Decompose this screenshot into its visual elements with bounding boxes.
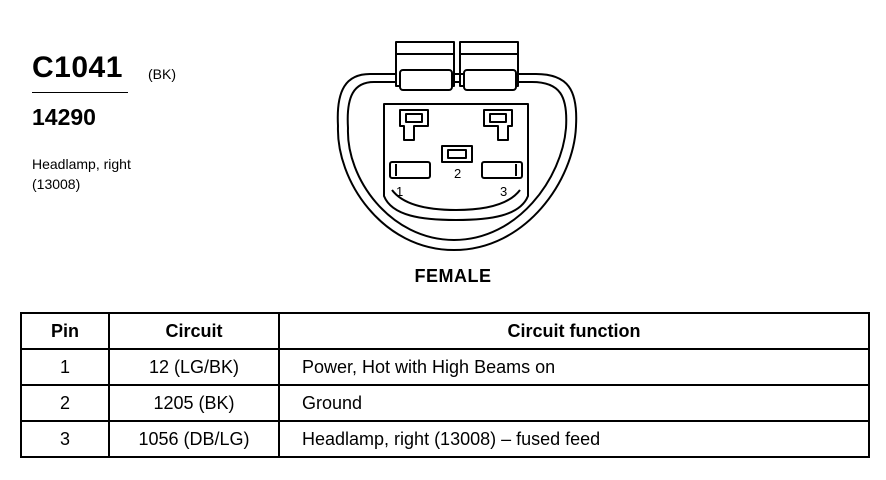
- terminal-3: [483, 109, 513, 141]
- connector-housing-outer: [336, 73, 578, 251]
- header-pin: Pin: [20, 312, 110, 350]
- table-row: 2 1205 (BK) Ground: [20, 384, 870, 422]
- latch-tab-right-base: [463, 69, 517, 91]
- terminal-1: [399, 109, 429, 141]
- connector-face-diagram: 1 2 3: [336, 41, 578, 251]
- connector-description: Headlamp, right (13008): [32, 154, 131, 194]
- pinout-table: Pin Circuit Circuit function 1 12 (LG/BK…: [20, 312, 870, 458]
- connector-gender-label: FEMALE: [414, 266, 492, 286]
- table-row: 3 1056 (DB/LG) Headlamp, right (13008) –…: [20, 420, 870, 458]
- latch-tab-left-base: [399, 69, 453, 91]
- cell-pin: 3: [20, 420, 110, 458]
- terminal-2: [441, 145, 473, 163]
- header-divider: [32, 92, 128, 93]
- pin-label-1: 1: [396, 184, 403, 199]
- pin-label-3: 3: [500, 184, 507, 199]
- connector-color-code: (BK): [148, 66, 176, 82]
- table-row: 1 12 (LG/BK) Power, Hot with High Beams …: [20, 348, 870, 386]
- cell-pin: 2: [20, 384, 110, 422]
- cell-circuit: 1056 (DB/LG): [108, 420, 280, 458]
- cell-circuit-function: Ground: [278, 384, 870, 422]
- cell-circuit-function: Power, Hot with High Beams on: [278, 348, 870, 386]
- header-circuit-function: Circuit function: [278, 312, 870, 350]
- connector-housing-inner: [346, 81, 568, 241]
- terminal-3-blade: [481, 161, 523, 179]
- cell-pin: 1: [20, 348, 110, 386]
- part-number: 14290: [32, 104, 96, 130]
- description-line-1: Headlamp, right: [32, 156, 131, 172]
- description-line-2: (13008): [32, 176, 81, 192]
- table-header-row: Pin Circuit Circuit function: [20, 312, 870, 350]
- cell-circuit: 1205 (BK): [108, 384, 280, 422]
- connector-id: C1041: [32, 51, 123, 84]
- header-circuit: Circuit: [108, 312, 280, 350]
- cell-circuit-function: Headlamp, right (13008) – fused feed: [278, 420, 870, 458]
- terminal-cavity: [383, 103, 529, 221]
- cell-circuit: 12 (LG/BK): [108, 348, 280, 386]
- terminal-1-blade: [389, 161, 431, 179]
- pin-label-2: 2: [454, 166, 461, 181]
